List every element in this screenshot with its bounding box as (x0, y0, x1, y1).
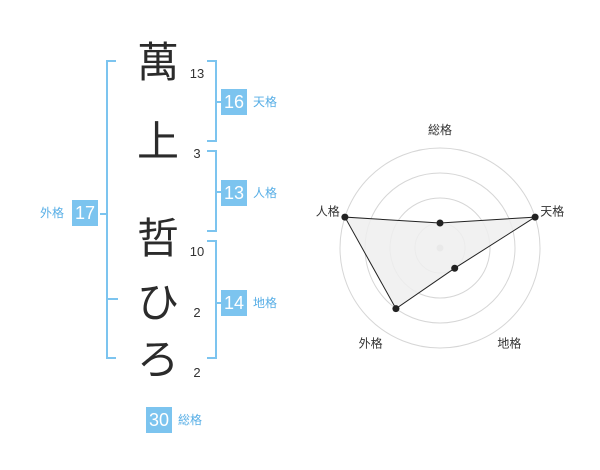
gaikaku-connector (100, 213, 108, 215)
stroke-count-2: 3 (193, 146, 201, 161)
soukaku-value: 30 (146, 407, 173, 433)
chikaku-bracket (207, 240, 217, 359)
radar-point-3 (392, 305, 400, 313)
radar-point-1 (531, 213, 539, 221)
radar-point-0 (436, 219, 444, 227)
tenkaku-label: 天格 (253, 95, 278, 109)
gaikaku-bracket (106, 60, 116, 359)
tenkaku-connector (215, 101, 221, 103)
gaikaku-label: 外格 (40, 206, 65, 220)
stroke-count-3: 10 (189, 244, 205, 259)
jinkaku-label: 人格 (253, 186, 278, 200)
radar-axis-label-2: 地格 (497, 335, 521, 350)
radar-axis-label-0: 総格 (428, 122, 452, 137)
chikaku-value: 14 (221, 290, 248, 316)
stroke-count-5: 2 (193, 365, 201, 380)
name-char-2: 上 (136, 117, 179, 166)
radar-ring-4 (339, 147, 541, 349)
name-char-1: 萬 (136, 38, 179, 87)
tenkaku-value: 16 (221, 89, 248, 115)
name-char-4: ひ (136, 278, 179, 327)
radar-points (341, 213, 539, 313)
radar-point-2 (451, 264, 459, 272)
chikaku-label: 地格 (253, 296, 278, 310)
soukaku-label: 総格 (178, 413, 203, 427)
radar-axis-label-4: 人格 (316, 204, 340, 219)
name-char-3: 哲 (136, 214, 179, 263)
radar-area (344, 216, 536, 310)
jinkaku-connector (215, 191, 221, 193)
stroke-count-4: 2 (193, 305, 201, 320)
radar-point-4 (341, 213, 349, 221)
gaikaku-bracket-tick (106, 298, 118, 300)
gaikaku-value: 17 (72, 200, 99, 226)
radar-axis-label-3: 外格 (359, 335, 383, 350)
stroke-count-1: 13 (189, 66, 205, 81)
chikaku-connector (215, 302, 221, 304)
name-char-5: ろ (136, 335, 179, 384)
jinkaku-value: 13 (221, 180, 248, 206)
radar-axis-label-1: 天格 (540, 204, 564, 219)
